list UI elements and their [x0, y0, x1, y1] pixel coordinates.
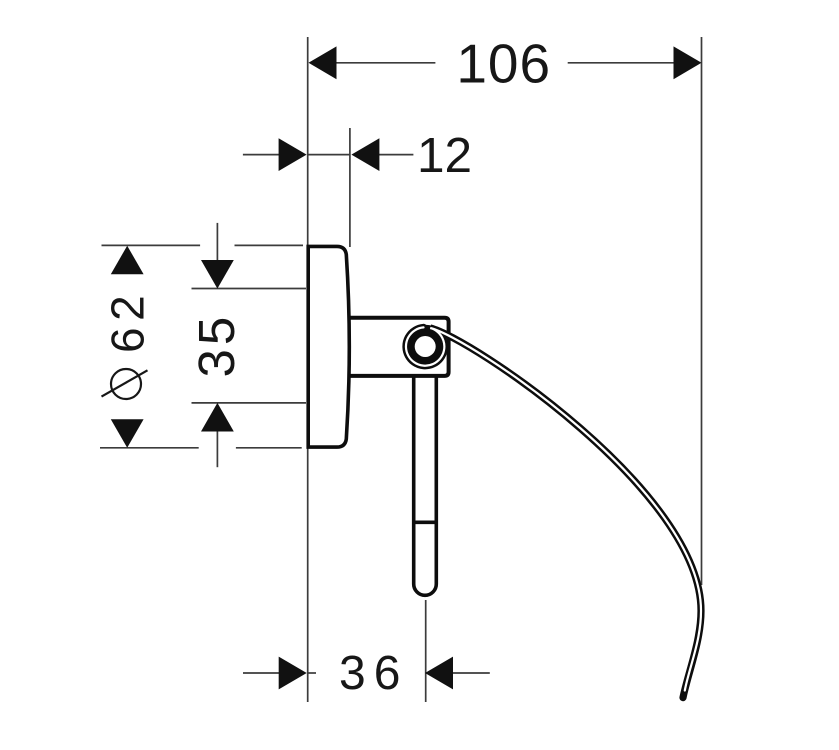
- svg-text:62: 62: [102, 289, 154, 353]
- svg-text:36: 36: [339, 647, 408, 700]
- svg-text:106: 106: [456, 33, 551, 95]
- svg-text:35: 35: [188, 313, 245, 378]
- svg-text:12: 12: [417, 128, 472, 183]
